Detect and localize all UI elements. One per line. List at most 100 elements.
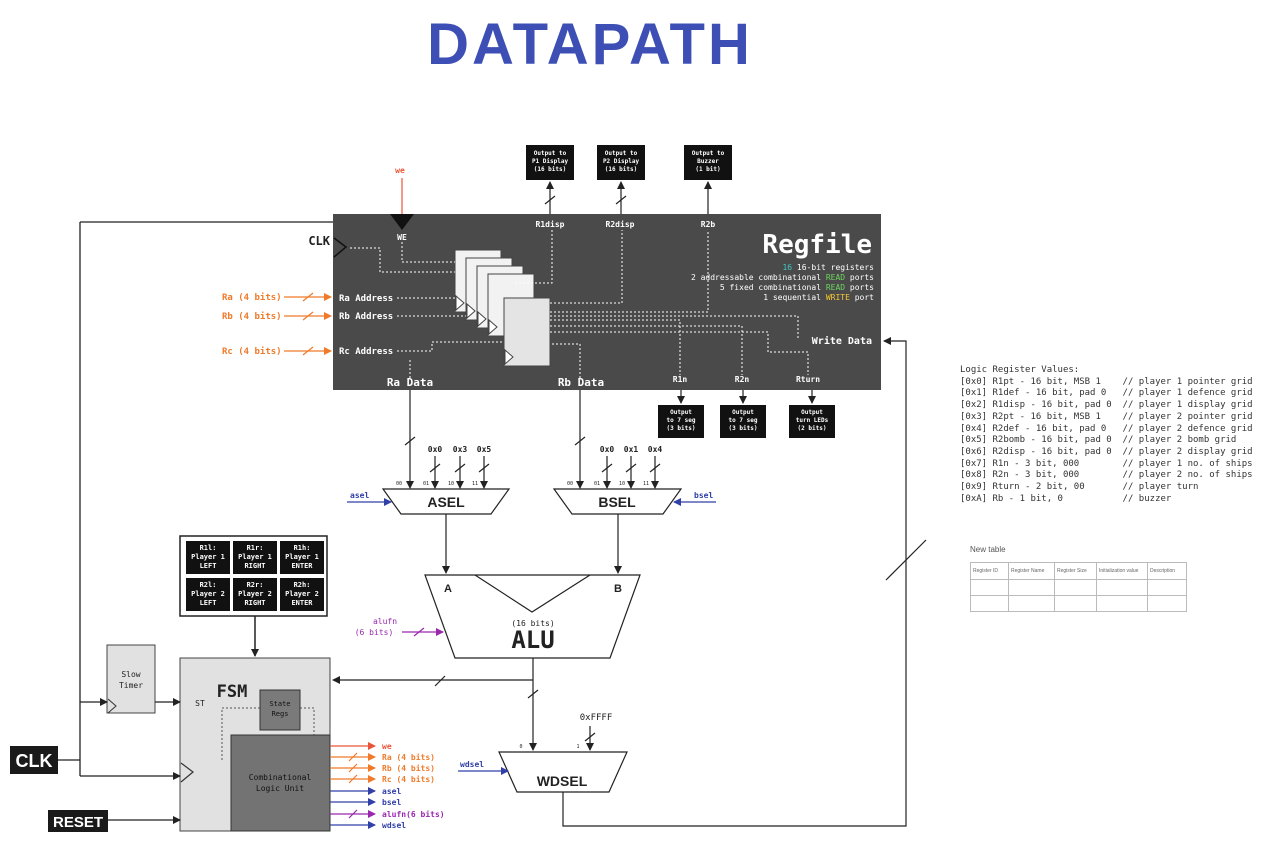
fsm-out-asel: asel bbox=[382, 787, 401, 796]
svg-text:Player 1: Player 1 bbox=[191, 553, 225, 561]
page-title: DATAPATH bbox=[427, 12, 753, 77]
alufn-input-label-2: (6 bits) bbox=[355, 628, 394, 637]
bsel-sel-10: 10 bbox=[619, 481, 625, 487]
table-cell[interactable] bbox=[970, 595, 1009, 612]
table-cell[interactable] bbox=[970, 579, 1009, 596]
state-regs-block bbox=[259, 689, 301, 731]
svg-text:Buzzer: Buzzer bbox=[697, 158, 719, 165]
r1disp-label: R1disp bbox=[536, 219, 565, 229]
regfile-internal-wires bbox=[350, 230, 809, 378]
table-cell[interactable] bbox=[1054, 595, 1097, 612]
combinational-logic-unit bbox=[230, 734, 331, 832]
r2b-label: R2b bbox=[701, 220, 716, 229]
wdsel-sel-1: 1 bbox=[576, 744, 579, 750]
fsm-output-wires bbox=[330, 742, 376, 829]
regfile-desc-4: 1 sequential WRITE port bbox=[763, 293, 874, 302]
r2n-label: R2n bbox=[735, 375, 750, 384]
state-regs-label-2: Regs bbox=[272, 710, 289, 718]
ra-data-label: Ra Data bbox=[387, 376, 433, 389]
button-r1h: R1h: Player 1 ENTER bbox=[280, 541, 324, 574]
table-cell[interactable] bbox=[1147, 579, 1187, 596]
output-r1n-7seg: Output to 7 seg (3 bits) bbox=[658, 405, 704, 438]
fsm-out-alufn: alufn(6 bits) bbox=[382, 809, 445, 819]
new-table-title: New table bbox=[970, 545, 1006, 554]
regfile-desc-3: 5 fixed combinational READ ports bbox=[720, 283, 874, 292]
regfile-desc-1: 16 16-bit registers bbox=[782, 263, 874, 272]
button-r2l: R2l: Player 2 LEFT bbox=[186, 578, 230, 611]
button-r1l: R1l: Player 1 LEFT bbox=[186, 541, 230, 574]
r1n-label: R1n bbox=[673, 375, 688, 384]
regfile-desc-2: 2 addressable combinational READ ports bbox=[691, 273, 874, 282]
rb-data-label: Rb Data bbox=[558, 376, 604, 389]
register-notes: Logic Register Values: [0x0] R1pt - 16 b… bbox=[960, 365, 1253, 505]
svg-text:(3 bits): (3 bits) bbox=[729, 425, 758, 432]
asel-const-1: 0x3 bbox=[453, 445, 468, 454]
register-note-line: [0x4] R2def - 16 bit, pad 0 // player 2 … bbox=[960, 423, 1253, 434]
table-cell[interactable] bbox=[1096, 579, 1148, 596]
slow-timer-label-2: Timer bbox=[119, 681, 143, 690]
wdsel-const-wire bbox=[584, 726, 596, 751]
asel-const-0: 0x0 bbox=[428, 445, 443, 454]
table-header-cell[interactable]: Initialization value bbox=[1096, 562, 1148, 580]
register-note-line: [0x7] R1n - 3 bit, 000 // player 1 no. o… bbox=[960, 458, 1253, 469]
table-header-cell[interactable]: Description bbox=[1147, 562, 1187, 580]
fsm-st-label: ST bbox=[195, 699, 205, 708]
bsel-label: BSEL bbox=[598, 494, 636, 510]
register-note-line: [0x5] R2bomb - 16 bit, pad 0 // player 2… bbox=[960, 435, 1237, 446]
output-p2-display: Output to P2 Display (16 bits) bbox=[597, 145, 645, 180]
top-output-wires bbox=[544, 181, 712, 214]
svg-text:Output to: Output to bbox=[534, 150, 567, 157]
regfile-block bbox=[333, 214, 881, 390]
svg-text:Player 1: Player 1 bbox=[285, 553, 319, 561]
table-cell[interactable] bbox=[1096, 595, 1148, 612]
we-input-label: we bbox=[395, 166, 405, 175]
table-cell[interactable] bbox=[1008, 595, 1055, 612]
register-note-line: [0x2] R1disp - 16 bit, pad 0 // player 1… bbox=[960, 400, 1253, 411]
svg-text:(16 bits): (16 bits) bbox=[605, 166, 638, 173]
output-buzzer: Output to Buzzer (1 bit) bbox=[684, 145, 732, 180]
wdsel-input-label: wdsel bbox=[460, 760, 484, 769]
button-r1r: R1r: Player 1 RIGHT bbox=[233, 541, 277, 574]
svg-text:(2 bits): (2 bits) bbox=[798, 425, 827, 432]
alu-label: ALU bbox=[511, 626, 554, 654]
fsm-out-we: we bbox=[382, 742, 392, 751]
table-cell[interactable] bbox=[1008, 579, 1055, 596]
svg-text:R1l:: R1l: bbox=[200, 544, 217, 552]
table-header-cell[interactable]: Register ID bbox=[970, 562, 1009, 580]
bottom-output-wires bbox=[677, 390, 816, 404]
asel-sel-00: 00 bbox=[396, 481, 402, 487]
fsm-out-wdsel: wdsel bbox=[382, 821, 406, 830]
reset-input-label: RESET bbox=[53, 814, 103, 831]
svg-text:R2h:: R2h: bbox=[294, 581, 311, 589]
address-input-wires bbox=[284, 292, 332, 356]
svg-text:Output to: Output to bbox=[692, 150, 725, 157]
clu-label-2: Logic Unit bbox=[256, 784, 304, 793]
register-note-line: [0x0] R1pt - 16 bit, MSB 1 // player 1 p… bbox=[960, 376, 1253, 387]
rb-input-label: Rb (4 bits) bbox=[222, 311, 282, 322]
asel-input-label: asel bbox=[350, 491, 369, 500]
svg-text:R1r:: R1r: bbox=[247, 544, 264, 552]
table-header-cell[interactable]: Register Name bbox=[1008, 562, 1055, 580]
alu-bits: (16 bits) bbox=[511, 619, 554, 628]
bsel-input-label: bsel bbox=[694, 491, 713, 500]
svg-text:(16 bits): (16 bits) bbox=[534, 166, 567, 173]
register-note-line: [0x6] R2disp - 16 bit, pad 0 // player 2… bbox=[960, 446, 1253, 457]
register-note-line: [0x8] R2n - 3 bit, 000 // player 2 no. o… bbox=[960, 470, 1253, 481]
asel-label: ASEL bbox=[427, 494, 465, 510]
new-table[interactable]: Register ID Register Name Register Size … bbox=[970, 562, 1187, 612]
ra-address-label: Ra Address bbox=[339, 294, 393, 304]
svg-text:Output to: Output to bbox=[605, 150, 638, 157]
fsm-out-bsel: bsel bbox=[382, 798, 401, 807]
we-port-label: WE bbox=[397, 233, 407, 242]
table-header-cell[interactable]: Register Size bbox=[1054, 562, 1097, 580]
svg-text:Output: Output bbox=[670, 409, 692, 416]
svg-text:to 7 seg: to 7 seg bbox=[729, 417, 758, 424]
svg-text:turn LEDs: turn LEDs bbox=[796, 417, 829, 424]
table-cell[interactable] bbox=[1147, 595, 1187, 612]
register-note-line: [0x3] R2pt - 16 bit, MSB 1 // player 2 p… bbox=[960, 411, 1253, 422]
fsm-out-ra: Ra (4 bits) bbox=[382, 752, 435, 762]
table-header-row: Register ID Register Name Register Size … bbox=[970, 562, 1187, 580]
table-cell[interactable] bbox=[1054, 579, 1097, 596]
svg-text:R2l:: R2l: bbox=[200, 581, 217, 589]
